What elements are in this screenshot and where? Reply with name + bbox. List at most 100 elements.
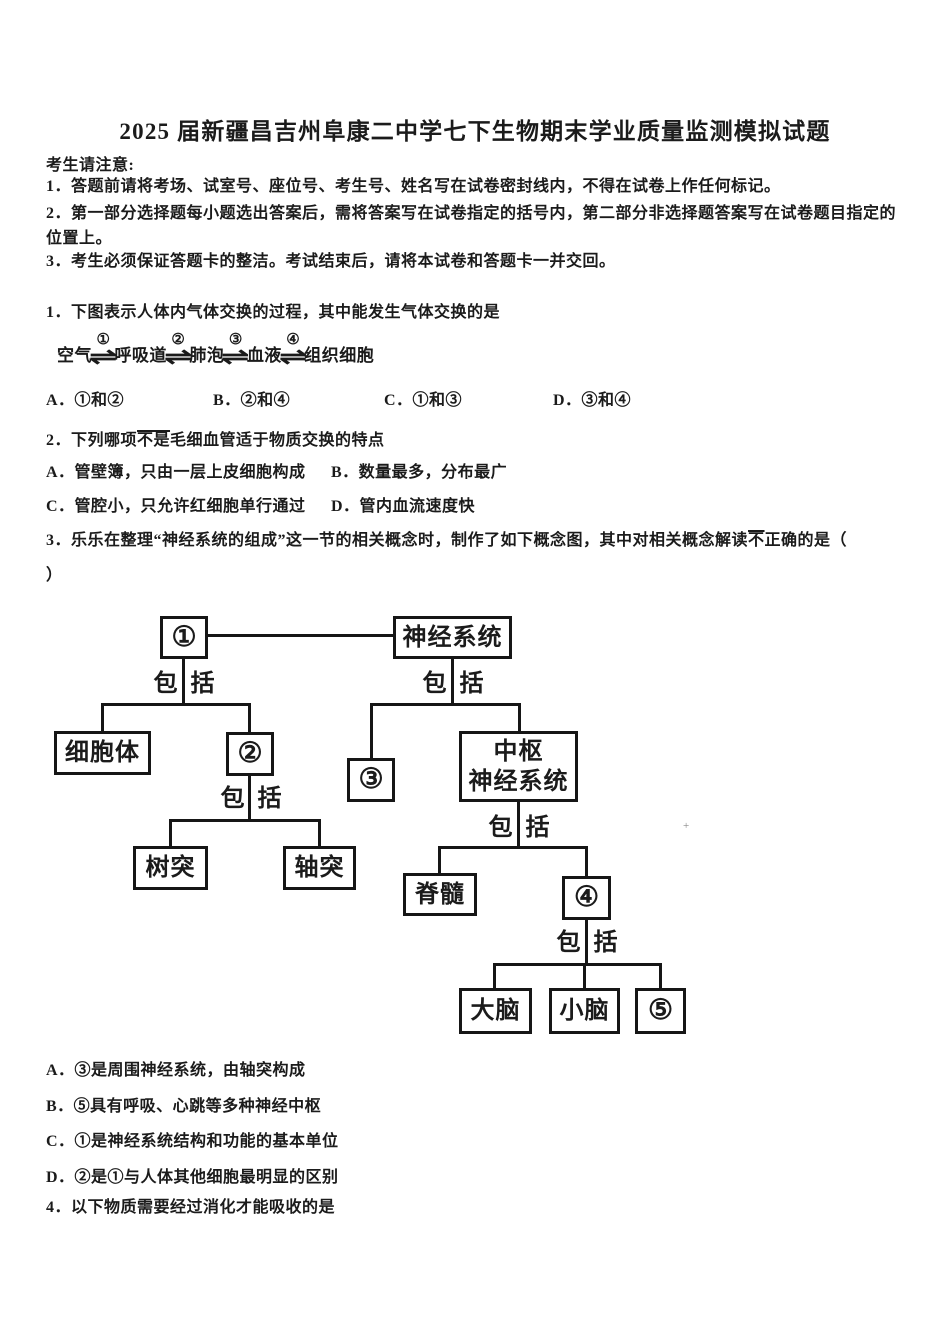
notice-item-1: 1．答题前请将考场、试室号、座位号、考生号、姓名写在试卷密封线内，不得在试卷上作… [46, 178, 781, 195]
concept-box-cerebellum: 小脑 [549, 988, 620, 1034]
axon-label: 轴突 [294, 855, 345, 881]
include-left-char: 包 [488, 815, 513, 841]
connector-line [493, 963, 662, 966]
stray-plus-artifact: + [683, 820, 690, 832]
concept-box-dendrite: 树突 [133, 846, 208, 890]
connector-line [101, 703, 104, 733]
q2-option-a: A．管壁簿，只由一层上皮细胞构成 [46, 464, 306, 481]
concept-box-4: ④ [562, 876, 611, 920]
connector-line [585, 846, 588, 878]
include-left-char: 包 [153, 671, 178, 697]
q3-option-a: A．③是周围神经系统，由轴突构成 [46, 1062, 306, 1079]
spinal-cord-label: 脊髓 [415, 881, 465, 908]
include-left-char: 包 [556, 930, 581, 956]
q2-prefix: 2．下列哪项 [46, 432, 138, 449]
q3-close-paren: ） [46, 567, 63, 584]
concept-box-5: ⑤ [635, 988, 686, 1034]
include-left-char: 包 [422, 671, 447, 697]
connector-line [248, 703, 251, 734]
include-label: 包括 [154, 672, 215, 696]
q3-prefix: 3．乐乐在整理“神经系统的组成”这一节的相关概念时，制作了如下概念图，其中对相关… [46, 532, 749, 549]
q2-option-d: D．管内血流速度快 [331, 498, 476, 515]
connector-line [659, 963, 662, 990]
cns-label-line2: 神经系统 [468, 768, 569, 795]
double-arrow-4: ④ ⇌ [279, 332, 307, 368]
notice-item-2: 2．第一部分选择题每小题选出答案后，需将答案写在试卷指定的括号内，第二部分非选择… [46, 205, 897, 247]
connector-line [438, 846, 588, 849]
connector-line [169, 819, 172, 848]
include-right-char: 括 [593, 930, 618, 956]
include-label: 包括 [489, 816, 550, 840]
q3-option-d: D．②是①与人体其他细胞最明显的区别 [46, 1169, 339, 1186]
concept-box-1: ① [160, 616, 208, 659]
circled-1-label: ① [96, 332, 110, 348]
connector-line [101, 703, 251, 706]
connector-line [169, 819, 321, 822]
connector-line [370, 703, 521, 706]
concept-box-cns: 中枢 神经系统 [459, 731, 578, 802]
question-3-text: 3．乐乐在整理“神经系统的组成”这一节的相关概念时，制作了如下概念图，其中对相关… [46, 530, 847, 552]
connector-line [370, 703, 373, 760]
connector-line [248, 776, 251, 821]
connector-line [318, 819, 321, 848]
reversible-arrow-icon: ⇌ [279, 344, 307, 369]
reversible-arrow-icon: ⇌ [89, 344, 118, 369]
circled-3-label: ③ [228, 332, 243, 348]
double-arrow-2: ② ⇌ [164, 332, 192, 368]
gas-node-blood: 血液 [246, 346, 282, 365]
cns-label-line1: 中枢 [493, 738, 544, 765]
q1-option-c: C．①和③ [384, 392, 463, 409]
include-left-char: 包 [220, 786, 245, 812]
gas-exchange-diagram: 空气 ① ⇌ 呼吸道 ② ⇌ 肺泡 ③ ⇌ 血液 ④ ⇌ 组织细胞 [57, 332, 375, 368]
page-title: 2025 届新疆昌吉州阜康二中学七下生物期末学业质量监测模拟试题 [119, 119, 831, 144]
gas-node-air: 空气 [57, 346, 92, 365]
connector-line [451, 659, 454, 705]
circled-5-label: ⑤ [647, 995, 674, 1026]
q1-option-b: B．②和④ [213, 392, 291, 409]
q2-option-b: B．数量最多，分布最广 [331, 464, 508, 481]
connector-line [583, 963, 586, 990]
dendrite-label: 树突 [145, 855, 196, 881]
connector-line [182, 659, 185, 705]
notice-item-3: 3．考生必须保证答题卡的整洁。考试结束后，请将本试卷和答题卡一并交回。 [46, 253, 616, 270]
concept-box-3: ③ [347, 758, 395, 802]
circled-4-label: ④ [286, 332, 300, 348]
double-arrow-1: ① ⇌ [89, 332, 117, 368]
circled-3-label: ③ [358, 764, 384, 795]
include-label: 包括 [557, 931, 618, 955]
include-label: 包括 [221, 787, 282, 811]
concept-box-cerebrum: 大脑 [459, 988, 532, 1034]
question-1-text: 1．下图表示人体内气体交换的过程，其中能发生气体交换的是 [46, 304, 501, 321]
include-right-char: 括 [459, 671, 484, 697]
concept-box-spinal-cord: 脊髓 [403, 873, 477, 916]
circled-2-label: ② [237, 738, 263, 769]
connector-line [585, 920, 588, 965]
concept-box-cell-body: 细胞体 [54, 731, 151, 775]
question-4-text: 4．以下物质需要经过消化才能吸收的是 [46, 1199, 336, 1216]
connector-line [438, 846, 441, 875]
question-2-text: 2．下列哪项不是毛细血管适于物质交换的特点 [46, 430, 385, 452]
concept-box-2: ② [226, 732, 274, 776]
reversible-arrow-icon: ⇌ [221, 344, 250, 369]
q1-option-a: A．①和② [46, 392, 125, 409]
reversible-arrow-icon: ⇌ [164, 344, 192, 369]
circled-4-label: ④ [573, 882, 600, 913]
connector-line [493, 963, 496, 990]
q1-option-d: D．③和④ [553, 392, 632, 409]
include-right-char: 括 [257, 786, 282, 812]
double-arrow-3: ③ ⇌ [222, 332, 250, 368]
concept-box-axon: 轴突 [283, 846, 356, 890]
concept-box-nervous-system: 神经系统 [393, 616, 512, 659]
q2-suffix: 毛细血管适于物质交换的特点 [170, 432, 385, 449]
cerebellum-label: 小脑 [559, 998, 610, 1024]
nervous-system-label: 神经系统 [402, 624, 503, 651]
circled-2-label: ② [171, 332, 185, 348]
gas-node-tissue-cells: 组织细胞 [304, 346, 375, 365]
notice-heading: 考生请注意: [46, 157, 135, 174]
q2-emphasis: 不是 [137, 432, 171, 449]
circled-1-label: ① [171, 621, 197, 653]
q3-emphasis: 不 [748, 532, 765, 549]
gas-node-alveoli: 肺泡 [189, 346, 225, 365]
cell-body-label: 细胞体 [65, 740, 140, 766]
gas-node-airway: 呼吸道 [114, 346, 167, 365]
